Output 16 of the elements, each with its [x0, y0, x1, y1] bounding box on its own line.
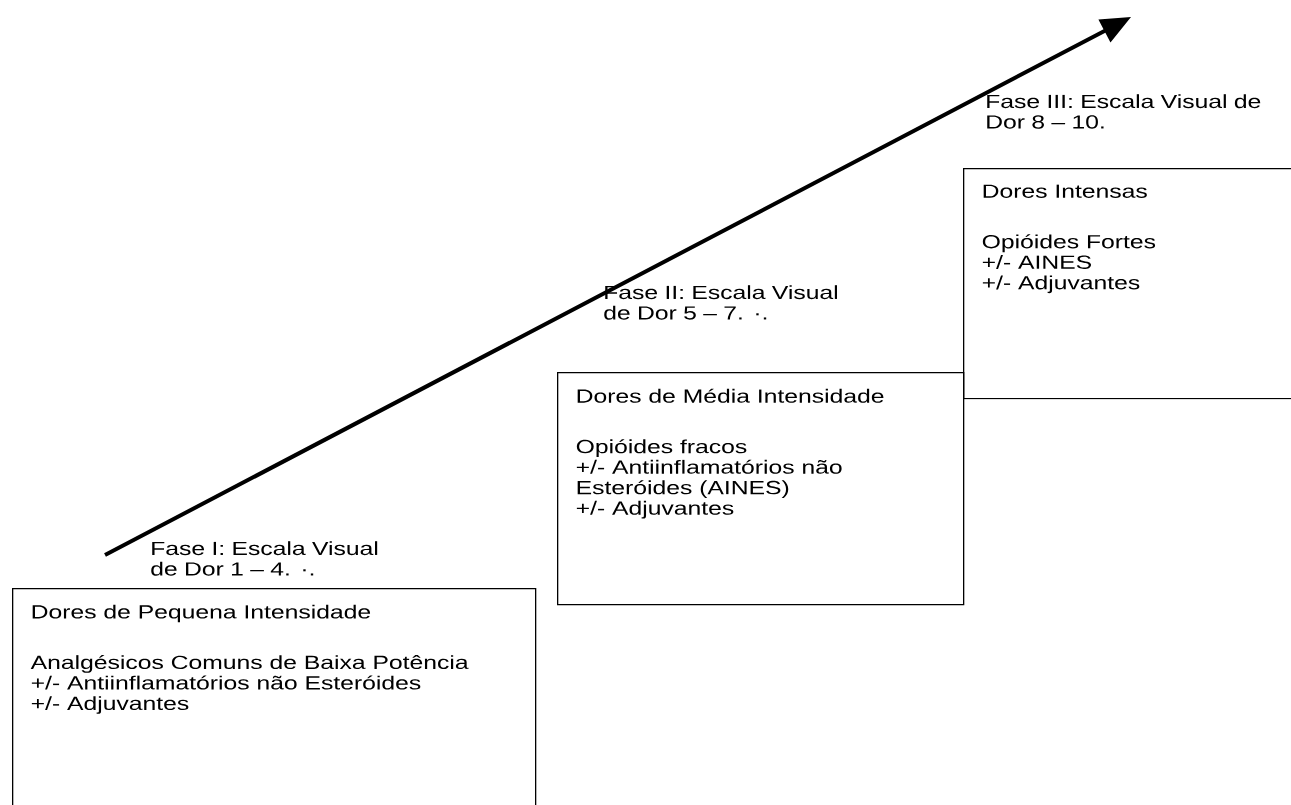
box-text: +/- Antiinflamatórios não Esteróides [31, 675, 421, 690]
stage-box [963, 168, 1291, 400]
stage-box [557, 372, 965, 606]
box-heading: Dores de Média Intensidade [577, 388, 884, 403]
box-text: +/- Adjuvantes [576, 500, 734, 519]
box-text: Opióides Fortes [982, 234, 1156, 253]
phase-label: Fase III: Escala Visual de Dor 8 – 10. [987, 94, 1261, 129]
box-text: +/- Adjuvantes [31, 696, 189, 714]
box-text: +/- AINES [982, 254, 1091, 269]
box-heading: Dores Intensas [983, 184, 1147, 198]
box-heading: Dores de Pequena Intensidade [32, 604, 371, 623]
box-text: Analgésicos Comuns de Baixa Potência [30, 654, 469, 673]
stage-box [12, 588, 537, 805]
box-text: Opióides fracos [576, 439, 747, 458]
box-text: +/- Adjuvantes [982, 275, 1140, 294]
box-text: +/- Antiinflamatórios não Esteróides (AINES) [576, 459, 842, 499]
